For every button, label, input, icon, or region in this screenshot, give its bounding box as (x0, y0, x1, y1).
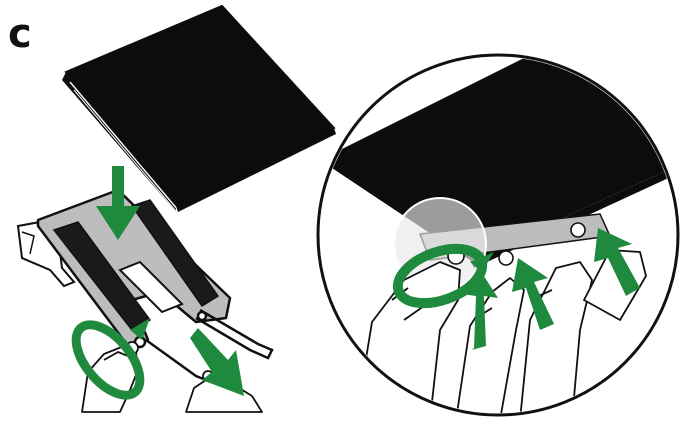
detail-callout (318, 40, 690, 420)
device (62, 6, 336, 216)
